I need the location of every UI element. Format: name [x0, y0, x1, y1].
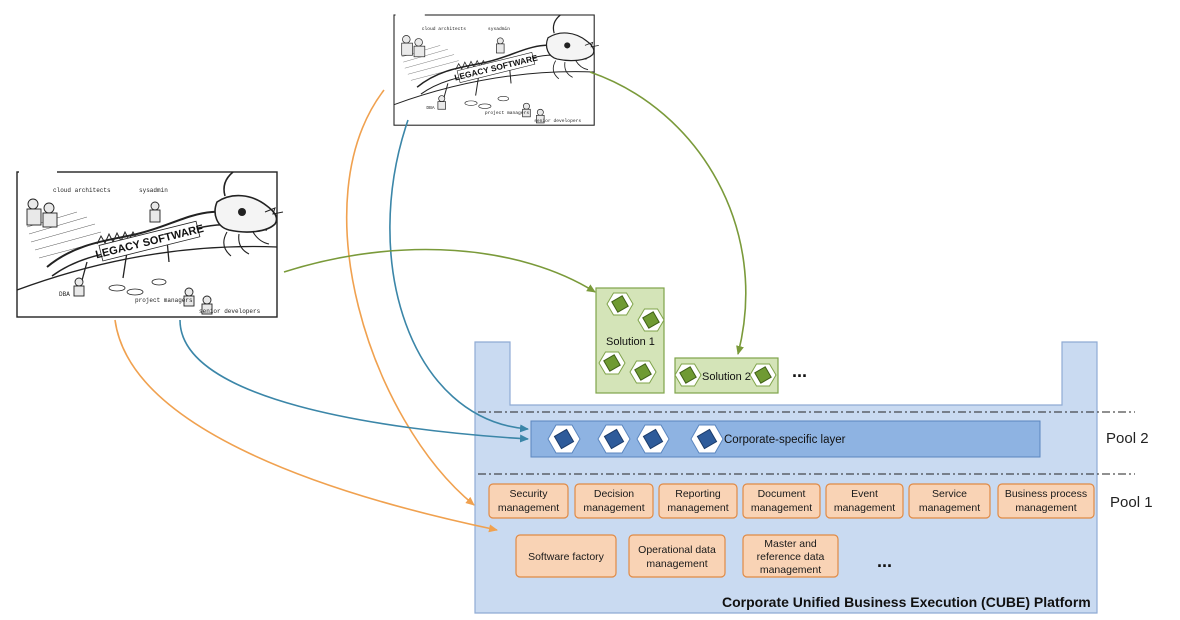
pool-2-label: Pool 2 [1106, 430, 1149, 447]
annotation-sysadmin: sysadmin [139, 187, 168, 194]
module-label-line2: management [667, 502, 728, 514]
reporting-management-module: Reporting management [658, 483, 738, 519]
annotation-dba: DBA [59, 291, 70, 298]
annotation-dba: DBA [426, 105, 435, 111]
module-label-line2: management [646, 558, 707, 570]
module-label-line1: Business process [1005, 488, 1087, 500]
module-label-line2: management [919, 502, 980, 514]
arrow-left-sketch-to-corporate-layer [179, 319, 529, 443]
module-label-line1: Decision [594, 488, 634, 500]
pool1-more-ellipsis: ... [877, 551, 892, 571]
module-label-line1: Reporting [675, 488, 721, 500]
document-management-module: Document management [742, 483, 821, 519]
arrow-top-sketch-to-solution-2 [589, 71, 747, 355]
module-label-line1: Service [932, 488, 967, 500]
annotation-project-managers: project managers [135, 297, 193, 304]
solution-1-label: Solution 1 [606, 336, 655, 348]
legacy-software-sketch-top: LEGACY SOFTWARE cloud architects sysadmi… [392, 13, 600, 127]
hexagon-cube-icon [690, 424, 724, 454]
event-management-module: Event management [825, 483, 904, 519]
pool1-row1-modules: Security management Decision management … [488, 483, 1095, 519]
hexagon-cube-icon [606, 292, 634, 316]
module-label-line1: Security [510, 488, 549, 500]
solution-2-box: Solution 2 [674, 357, 779, 394]
annotation-sysadmin: sysadmin [488, 26, 510, 32]
legacy-software-sketch-left: LEGACY SOFTWARE cloud architects sysadmi… [15, 170, 285, 319]
solution-1-box: Solution 1 [595, 287, 665, 394]
master-reference-data-management-module: Master and reference data management [742, 534, 839, 578]
annotation-cloud-architects: cloud architects [422, 26, 466, 32]
arrow-left-sketch-to-pool1 [114, 319, 498, 533]
module-label-line2: management [1015, 502, 1076, 514]
arrow-left-sketch-to-solution-1 [283, 248, 596, 293]
layer-hexagon-icons [547, 424, 724, 454]
software-factory-module: Software factory [515, 534, 617, 578]
pool-1-label: Pool 1 [1110, 494, 1153, 511]
module-label-line1: Operational data [638, 544, 716, 556]
pool1-row2-modules: Software factory Operational data manage… [515, 534, 892, 578]
module-label-line2: management [834, 502, 895, 514]
annotation-senior-developers: senior developers [534, 118, 581, 124]
solutions-more-ellipsis: ... [792, 361, 807, 381]
hexagon-cube-icon [674, 363, 702, 387]
module-label-line2: management [583, 502, 644, 514]
annotation-project-managers: project managers [485, 110, 529, 116]
hexagon-cube-icon [629, 360, 657, 384]
hexagon-cube-icon [597, 424, 631, 454]
corporate-specific-layer-label: Corporate-specific layer [724, 434, 846, 446]
annotation-senior-developers: senior developers [199, 308, 261, 315]
module-label-line1: Document [758, 488, 806, 500]
module-label-line1: Event [851, 488, 878, 500]
arrow-top-sketch-to-pool1 [345, 89, 475, 506]
module-label-line2: reference data [757, 551, 825, 563]
annotation-cloud-architects: cloud architects [53, 187, 111, 194]
module-label-line2: management [751, 502, 812, 514]
hexagon-cube-icon [637, 308, 665, 332]
module-label-line1: Software factory [528, 551, 605, 563]
module-label-line3: management [760, 564, 821, 576]
service-management-module: Service management [908, 483, 991, 519]
platform-title: Corporate Unified Business Execution (CU… [722, 594, 1091, 610]
hexagon-cube-icon [636, 424, 670, 454]
decision-management-module: Decision management [574, 483, 654, 519]
module-label-line1: Master and [764, 538, 817, 550]
hexagon-cube-icon [547, 424, 581, 454]
business-process-management-module: Business process management [997, 483, 1095, 519]
module-label-line2: management [498, 502, 559, 514]
arrow-top-sketch-to-corporate-layer [389, 119, 529, 433]
solution-2-label: Solution 2 [702, 371, 751, 383]
hexagon-cube-icon [598, 351, 626, 375]
hexagon-cube-icon [749, 363, 777, 387]
operational-data-management-module: Operational data management [628, 534, 726, 578]
security-management-module: Security management [488, 483, 569, 519]
